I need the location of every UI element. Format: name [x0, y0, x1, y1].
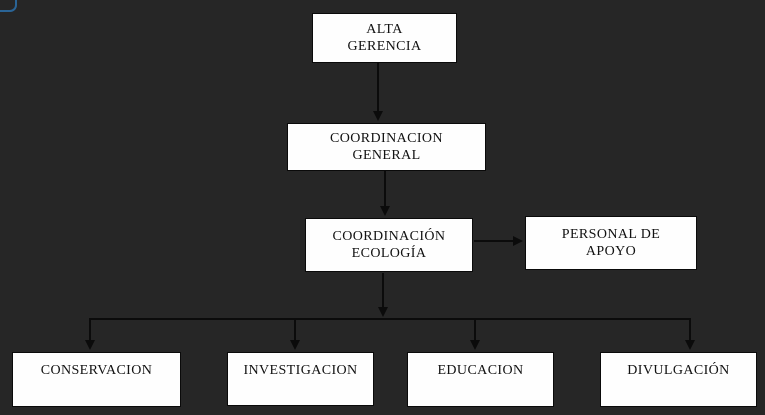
org-node-label-line: COORDINACIÓN — [332, 229, 446, 244]
connector-bus-to-investigacion — [294, 320, 296, 341]
org-node-label-line: COORDINACION — [330, 131, 443, 146]
org-node-alta-gerencia: ALTA GERENCIA — [312, 13, 457, 63]
connector-ecologia-to-apoyo — [474, 240, 514, 242]
arrowhead-down-icon — [85, 340, 95, 350]
org-node-coordinacion-ecologia: COORDINACIÓN ECOLOGÍA — [305, 218, 473, 272]
arrowhead-down-icon — [378, 307, 388, 317]
connector-bus-to-divulgacion — [689, 320, 691, 341]
org-node-label-line: ALTA — [366, 22, 403, 37]
org-node-label-line: PERSONAL DE — [561, 227, 661, 242]
arrowhead-down-icon — [373, 111, 383, 121]
org-node-label-line: GENERAL — [352, 148, 421, 163]
org-node-label-line: APOYO — [585, 244, 637, 259]
org-node-label-line: INVESTIGACION — [243, 363, 358, 378]
org-node-label-line: ECOLOGÍA — [351, 246, 427, 261]
org-node-coordinacion-general: COORDINACION GENERAL — [287, 123, 486, 171]
connector-alta-to-general — [377, 63, 379, 112]
connector-general-to-ecologia — [384, 171, 386, 207]
connector-horizontal-bus — [89, 318, 691, 320]
arrowhead-down-icon — [470, 340, 480, 350]
org-node-label-line: CONSERVACION — [40, 363, 153, 378]
connector-ecologia-to-bus — [382, 273, 384, 308]
org-node-label-line: EDUCACION — [437, 363, 524, 378]
org-node-divulgacion: DIVULGACIÓN — [600, 352, 757, 407]
arrowhead-right-icon — [513, 236, 523, 246]
arrowhead-down-icon — [380, 206, 390, 216]
connector-bus-to-educacion — [474, 320, 476, 341]
arrowhead-down-icon — [685, 340, 695, 350]
org-node-personal-de-apoyo: PERSONAL DE APOYO — [525, 216, 697, 270]
org-node-label-line: GERENCIA — [347, 39, 422, 54]
connector-bus-to-conservacion — [89, 320, 91, 341]
org-node-label-line: DIVULGACIÓN — [627, 363, 730, 378]
org-node-educacion: EDUCACION — [407, 352, 554, 407]
blue-frame-corner-decoration — [0, 0, 17, 12]
org-node-investigacion: INVESTIGACION — [227, 352, 374, 406]
org-node-conservacion: CONSERVACION — [12, 352, 181, 407]
arrowhead-down-icon — [290, 340, 300, 350]
